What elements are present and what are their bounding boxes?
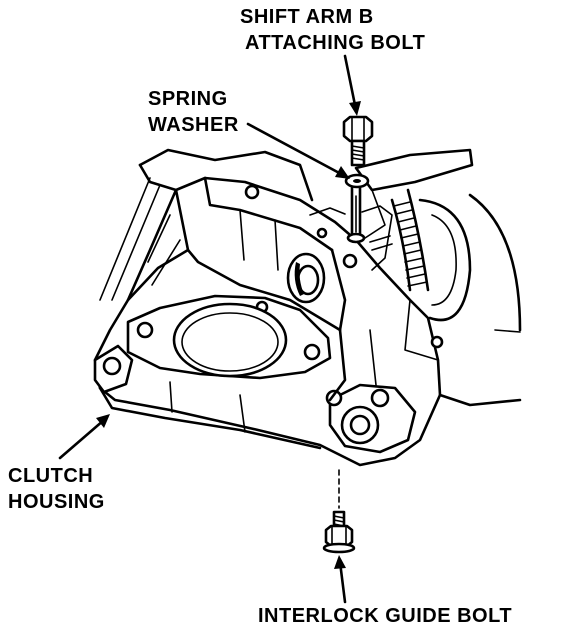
label-clutch-line2: HOUSING [8, 491, 105, 513]
callout-leaders [58, 54, 361, 604]
label-interlock: INTERLOCK GUIDE BOLT [258, 605, 512, 627]
gear-teeth [393, 201, 428, 287]
label-clutch-line1: CLUTCH [8, 465, 93, 487]
label-shift-arm-line2: ATTACHING BOLT [245, 32, 425, 54]
label-shift-arm-line1: SHIFT ARM B [240, 6, 374, 28]
shift-arm-bolt [342, 115, 374, 167]
label-spring-line2: WASHER [148, 114, 239, 136]
label-spring-line1: SPRING [148, 88, 228, 110]
clutch-housing-drawing [93, 148, 522, 467]
interlock-guide-bolt [322, 510, 356, 554]
spring-washer [344, 173, 370, 189]
